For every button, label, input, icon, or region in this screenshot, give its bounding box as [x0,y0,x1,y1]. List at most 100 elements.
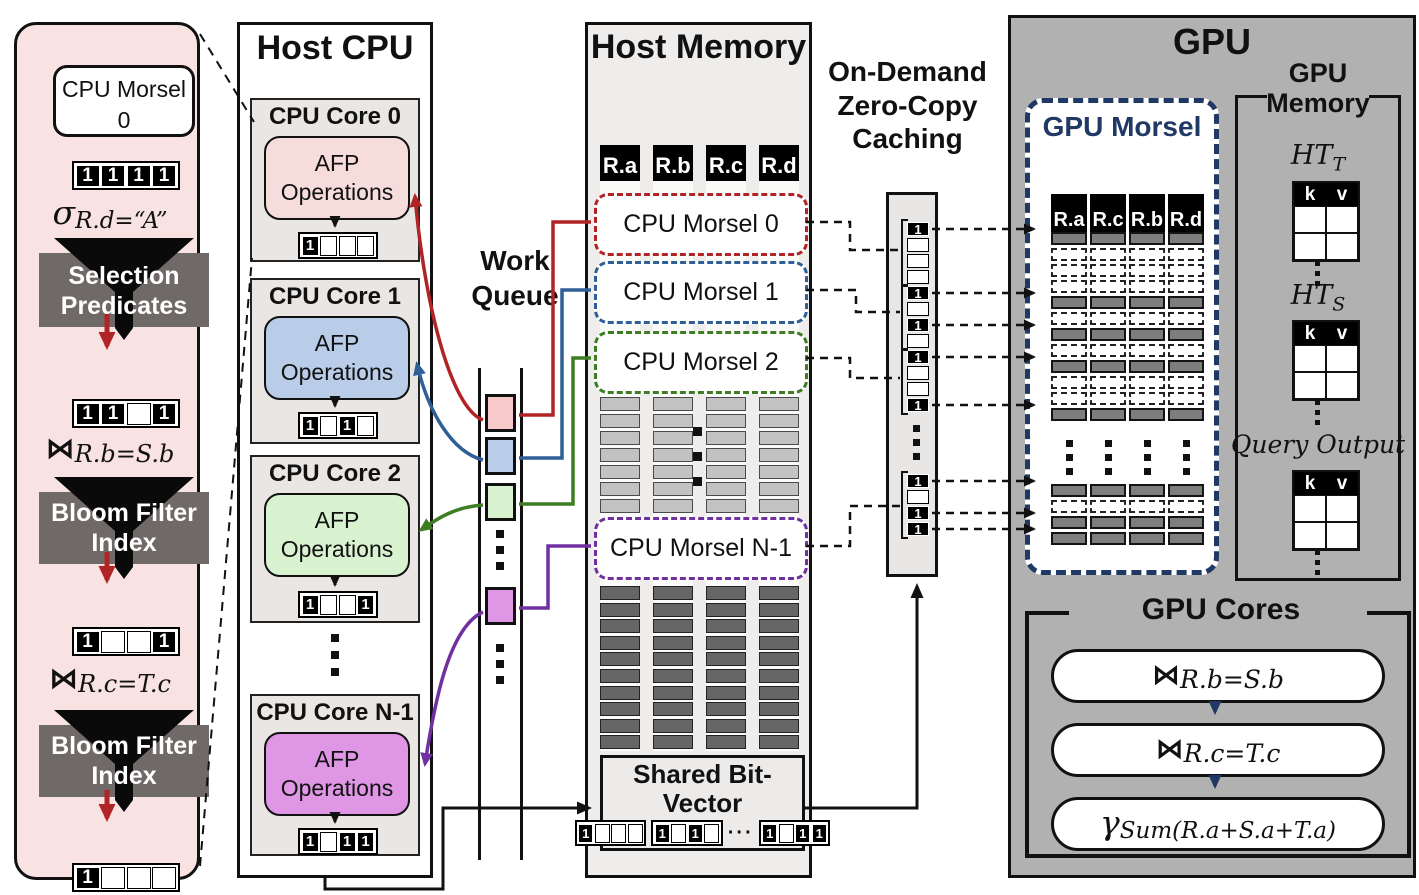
gpu-row-cached [1090,328,1126,341]
gpu-row-cached [1168,408,1204,421]
gpu-row-empty [1090,500,1126,513]
gpu-column-rb: R.b [1129,194,1165,232]
afp-label: AFP Operations [280,507,394,562]
query-output-text: Query Output [1230,430,1406,459]
bit-cell: 1 [152,164,176,187]
gpu-row-empty [1051,500,1087,513]
gpu-row-cached [1129,408,1165,421]
gpu-row-empty [1168,264,1204,277]
afp-label: AFP Operations [280,150,394,205]
gpu-row-empty [1051,280,1087,293]
gpu-ellipsis-dot [1183,468,1190,475]
cache-bit-cell: 1 [907,522,929,536]
memory-row [653,685,693,700]
bit-cell [338,235,356,256]
memory-row [653,586,693,600]
core0-bitvector: 1 [298,232,378,259]
memory-row [600,735,640,750]
memory-row [600,431,640,445]
gpu-row-empty [1168,500,1204,513]
cpu-morsel-n1-region: CPU Morsel N-1 [594,517,808,580]
memory-row [759,586,799,600]
cpu-core-2-title: CPU Core 2 [268,460,402,487]
queue-item-morseln1 [485,587,516,625]
memory-row [759,669,799,683]
memory-row [759,414,799,428]
bit-cell [126,866,151,889]
memory-row [706,448,746,462]
funnel-icon [54,238,194,340]
gpu-column-rd: R.d [1168,194,1204,232]
bit-cell: 1 [578,823,594,843]
gpu-row-empty [1090,264,1126,277]
bit-cell: 1 [301,235,319,256]
column-header-rb: R.b [653,145,693,181]
cpu-core-0-box: CPU Core 0 AFP Operations 1 [250,98,420,262]
gpu-row-cached [1051,232,1087,245]
bit-cell [611,823,627,843]
memory-row [653,414,693,428]
selection-predicates-label: Selection Predicates [60,262,188,320]
morsel2-label: CPU Morsel 2 [623,348,779,376]
gpu-column-rc: R.c [1090,194,1126,232]
memory-row [706,735,746,750]
gpu-row-cached [1129,484,1165,497]
memory-row [600,448,640,462]
memory-row [653,448,693,462]
bit-cell: 1 [301,831,319,852]
memory-row [706,635,746,650]
hashtable-t-label: HTT [1235,140,1401,175]
cpu-morsel-2-region: CPU Morsel 2 [594,331,808,394]
bit-cell: 1 [75,164,100,187]
memory-row [653,702,693,717]
join-symbol: ⋈ [45,431,75,465]
morseln1-label: CPU Morsel N-1 [610,534,792,562]
ht-label: HT [1290,280,1333,311]
gpu-cores-bracket [1367,611,1411,615]
join1-subscript: R.b=S.b [74,440,175,469]
bitvector-final: 1 [72,863,180,892]
cache-bit-cell [907,270,929,284]
gpu-row-cached [1129,328,1165,341]
cpu-morsel0-label: CPU Morsel 0 [62,76,186,134]
shared-bitvector-title: Shared Bit-Vector [633,759,772,818]
sharedbv-to-cache [802,583,924,810]
gpu-row-cached [1090,296,1126,309]
memory-row [600,685,640,700]
gpu-row-cached [1051,532,1087,545]
memory-row [706,619,746,634]
cache-bit-cell: 1 [907,474,929,488]
memory-row [759,718,799,733]
gpu-ellipsis-dot [1144,440,1151,447]
bit-cell [101,630,125,653]
gpu-ellipsis-dot [1183,454,1190,461]
memory-row [759,619,799,634]
afp-label: AFP Operations [280,330,394,385]
gpu-row-empty [1168,248,1204,261]
bit-cell [778,823,794,843]
gpu-row-cached [1168,532,1204,545]
join2-subscript: R.c=T.c [78,670,171,699]
gpu-row-cached [1168,484,1204,497]
gpu-row-empty [1168,392,1204,405]
gpu-memory-bracket [1235,95,1267,98]
gpu-row-empty [1051,248,1087,261]
key-header: k [1304,472,1316,494]
memory-row [600,702,640,717]
memory-row [759,499,799,513]
memory-row [600,397,640,411]
memory-row [706,702,746,717]
gpu-row-cached [1129,232,1165,245]
cache-bit-cell [907,302,929,316]
gpu-morsel-title: GPU Morsel [1042,111,1202,142]
ht-sub: T [1332,153,1346,176]
bit-cell: 1 [687,823,703,843]
key-header: k [1304,322,1316,344]
gpu-row-cached [1168,328,1204,341]
bit-cell [357,415,374,436]
memory-row [759,397,799,411]
